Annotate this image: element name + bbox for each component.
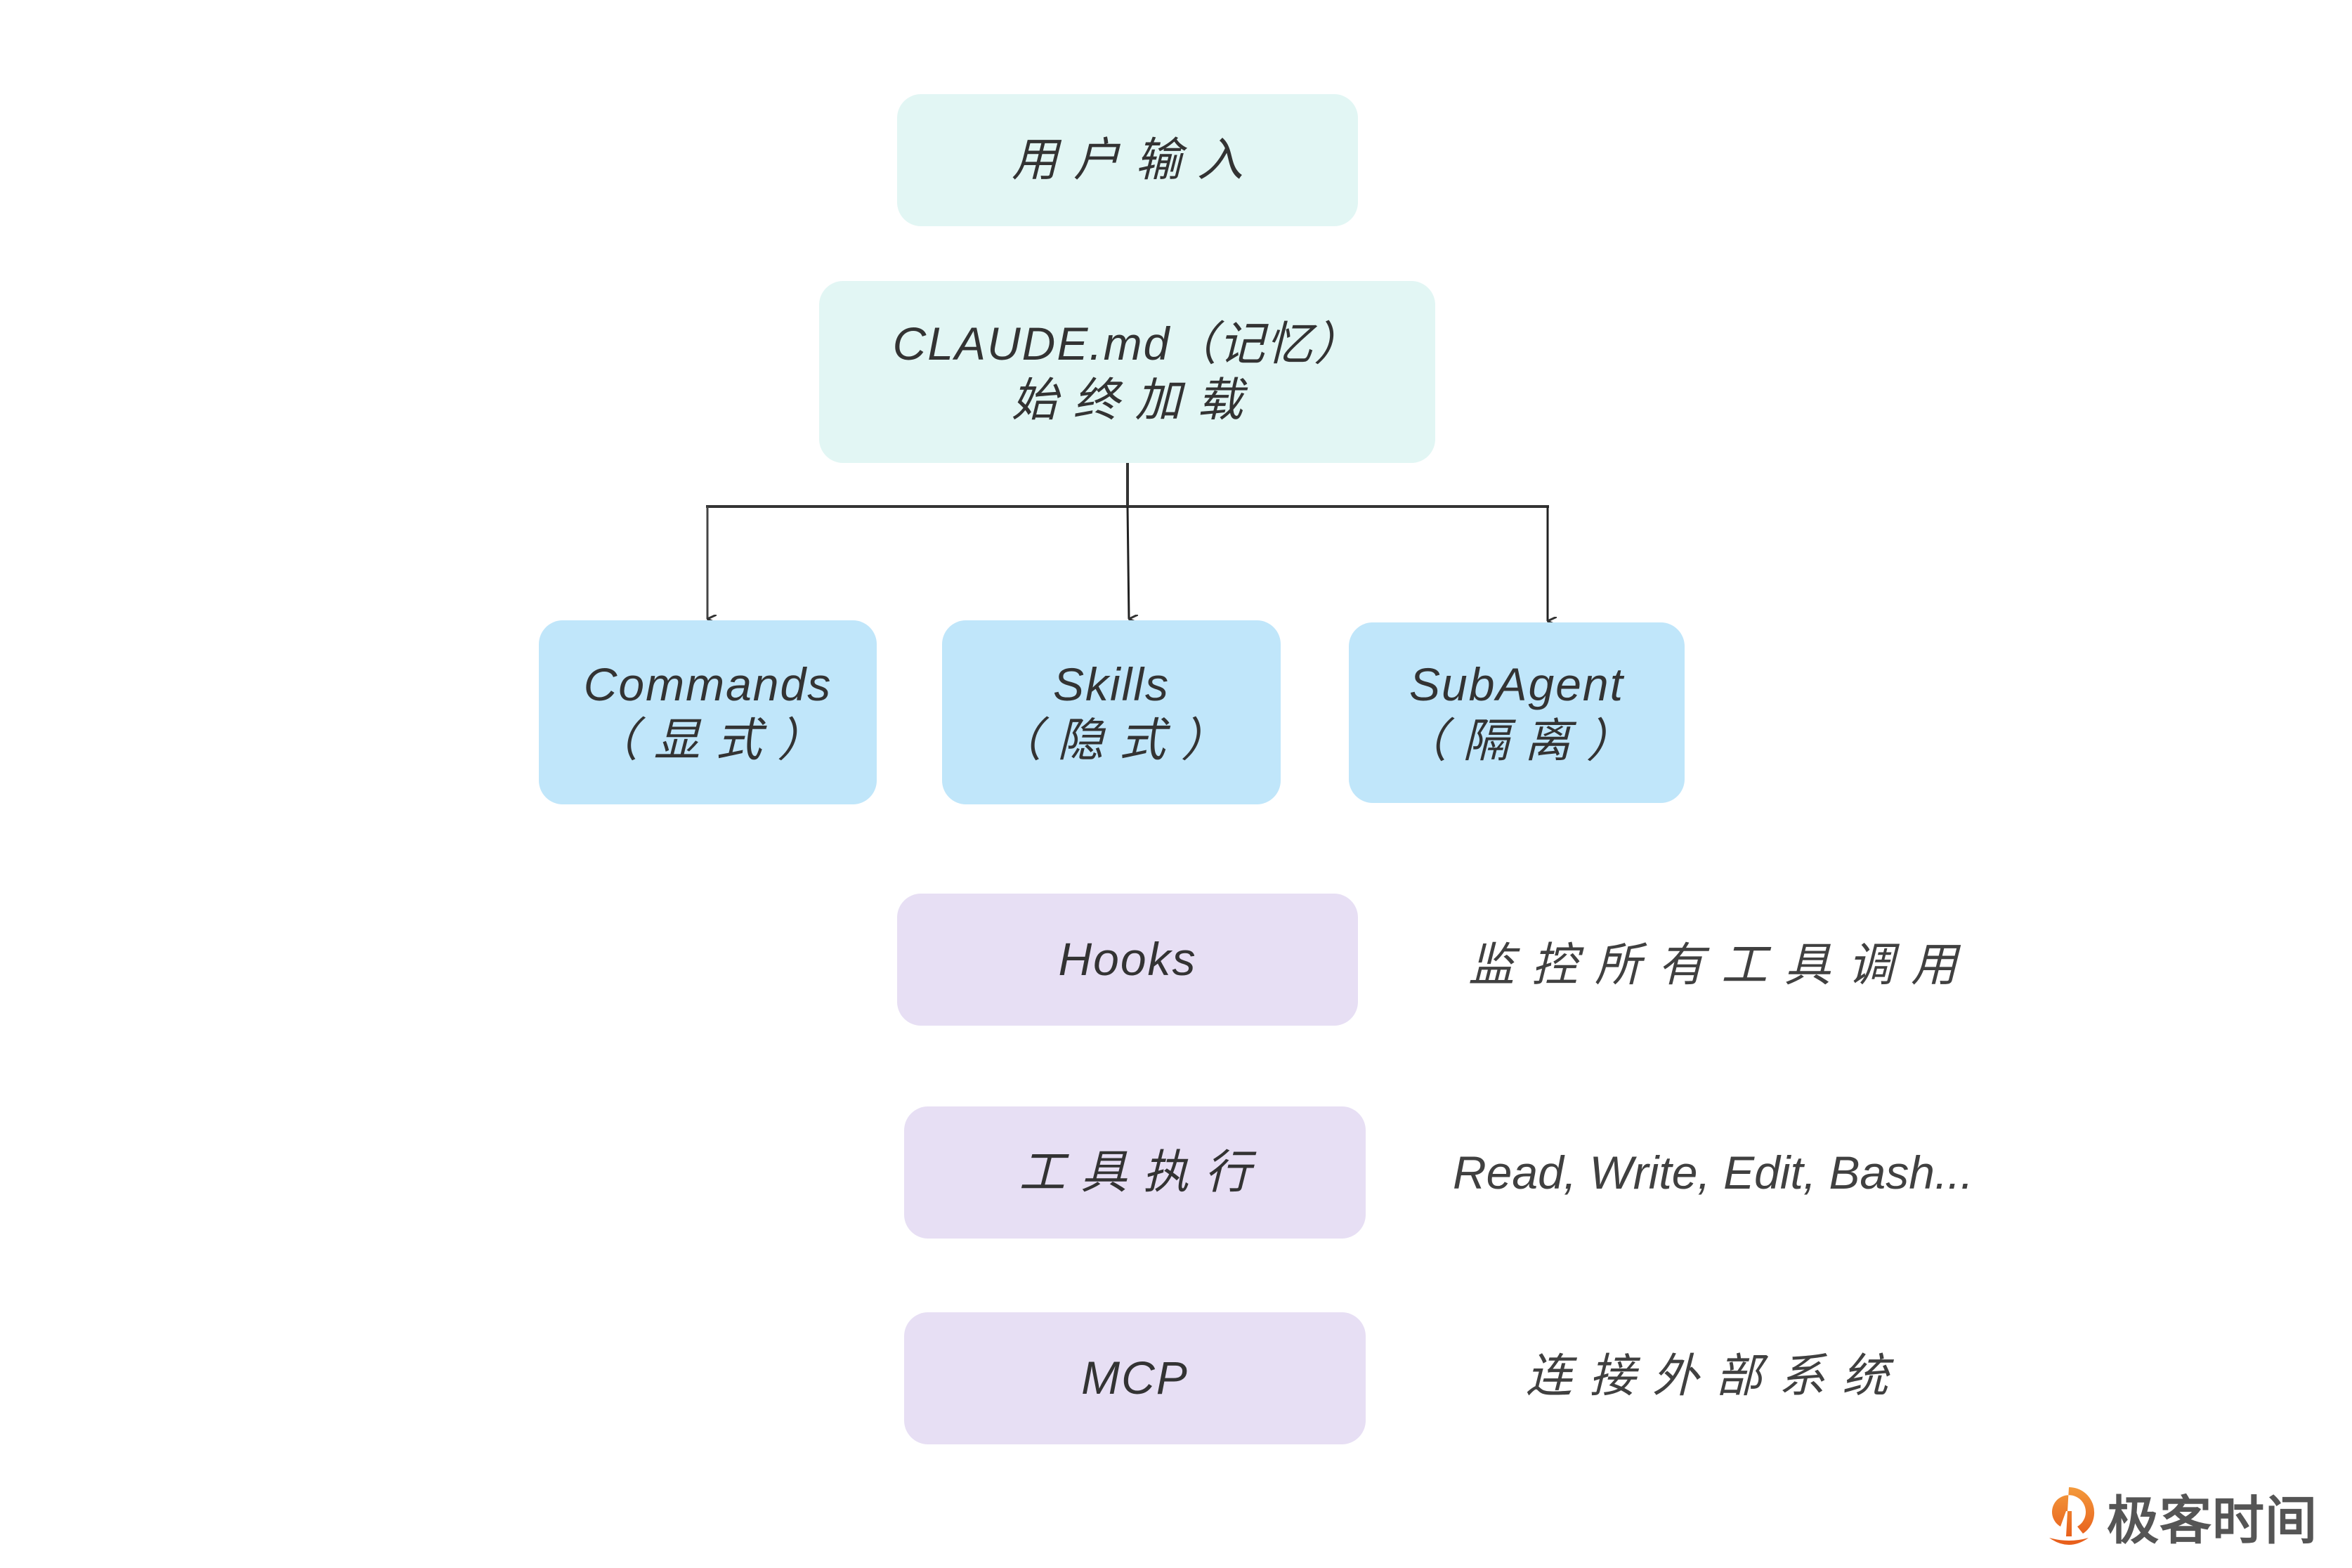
node-mcp-label: MCP xyxy=(1081,1352,1189,1404)
node-user-input-label: 用户输入 xyxy=(1012,133,1259,186)
node-commands-subtitle: （显式） xyxy=(592,714,839,766)
node-subagent: SubAgent （隔离） xyxy=(1349,622,1685,803)
node-commands: Commands （显式） xyxy=(539,620,877,804)
edge-claude-to-skills xyxy=(1126,506,1129,619)
brand-logo-text: 极客时间 xyxy=(2107,1491,2318,1550)
node-claude-md: CLAUDE.md（记忆） 始终加载 xyxy=(819,281,1435,463)
node-commands-title: Commands xyxy=(583,658,832,710)
node-skills: Skills （隐式） xyxy=(942,620,1281,804)
brand-logo: 极客时间 xyxy=(2041,1479,2318,1554)
node-user-input: 用户输入 xyxy=(897,94,1358,226)
node-claude-md-title: CLAUDE.md（记忆） xyxy=(892,318,1362,370)
node-mcp: MCP xyxy=(904,1312,1366,1444)
node-claude-md-subtitle: 始终加载 xyxy=(1011,373,1259,426)
note-hooks: 监控所有工具调用 xyxy=(1468,939,1974,991)
note-tool-exec: Read, Write, Edit, Bash... xyxy=(1453,1146,1973,1198)
geektime-logo-icon xyxy=(2049,1487,2095,1545)
node-tool-exec: 工具执行 xyxy=(904,1106,1366,1239)
note-mcp: 连接外部系统 xyxy=(1526,1350,1905,1402)
node-skills-title: Skills xyxy=(1052,658,1170,710)
node-subagent-title: SubAgent xyxy=(1409,658,1624,711)
node-subagent-subtitle: （隔离） xyxy=(1401,714,1648,766)
node-skills-subtitle: （隐式） xyxy=(995,714,1243,766)
node-hooks-label: Hooks xyxy=(1058,933,1197,986)
node-hooks: Hooks xyxy=(897,894,1358,1026)
node-tool-exec-label: 工具执行 xyxy=(1019,1146,1267,1198)
